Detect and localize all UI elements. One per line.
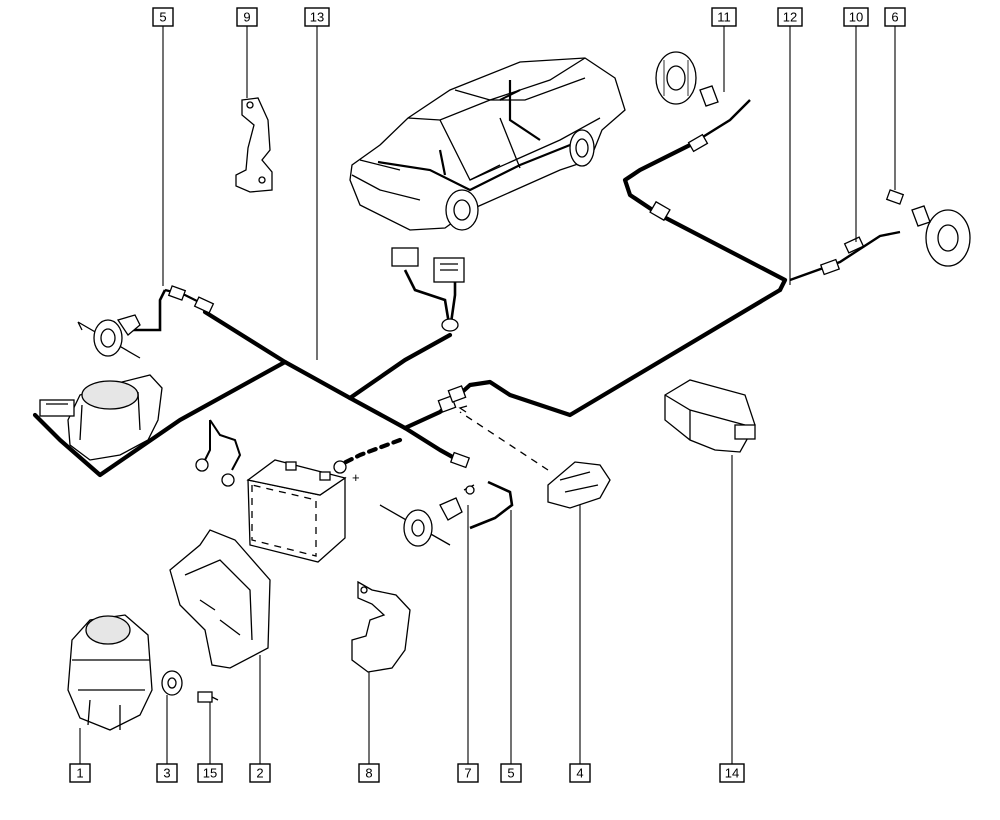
- callout-13: 13: [304, 7, 330, 27]
- ground-terminals: [195, 458, 347, 487]
- svg-text:10: 10: [849, 10, 863, 25]
- svg-text:15: 15: [203, 766, 217, 781]
- bracket-2: [169, 529, 271, 669]
- hydraulic-unit-top: [39, 374, 163, 461]
- abs-unit-1: [67, 614, 153, 731]
- callout-11: 11: [711, 7, 737, 27]
- svg-text:4: 4: [576, 766, 583, 781]
- callout-3: 3: [156, 763, 178, 783]
- callout-9: 9: [236, 7, 258, 27]
- right-front-hub: [379, 484, 475, 547]
- callout-2: 2: [249, 763, 271, 783]
- callout-8: 8: [358, 763, 380, 783]
- svg-text:2: 2: [256, 766, 263, 781]
- callout-15: 15: [197, 763, 223, 783]
- svg-text:6: 6: [891, 10, 898, 25]
- svg-text:7: 7: [464, 766, 471, 781]
- callout-4: 4: [569, 763, 591, 783]
- battery-positive-sign: +: [352, 470, 360, 485]
- battery: +: [246, 459, 360, 563]
- svg-text:12: 12: [783, 10, 797, 25]
- svg-text:5: 5: [507, 766, 514, 781]
- svg-text:1: 1: [76, 766, 83, 781]
- harness-connectors: [167, 133, 865, 469]
- bracket-8: [351, 580, 411, 673]
- part-14-module: [664, 379, 756, 453]
- callout-7: 7: [457, 763, 479, 783]
- bracket-4: [458, 405, 611, 509]
- callout-12: 12: [777, 7, 803, 27]
- callout-5-top: 5: [152, 7, 174, 27]
- callout-1: 1: [69, 763, 91, 783]
- svg-text:14: 14: [725, 766, 739, 781]
- left-front-hub: [77, 314, 141, 359]
- part-15-bolt: [197, 691, 219, 703]
- leader-lines: [79, 26, 896, 764]
- svg-text:8: 8: [365, 766, 372, 781]
- svg-text:5: 5: [159, 10, 166, 25]
- rear-right-hub: [885, 189, 971, 267]
- svg-text:9: 9: [243, 10, 250, 25]
- callout-14: 14: [719, 763, 745, 783]
- car-illustration: [349, 57, 626, 231]
- svg-text:11: 11: [717, 10, 731, 25]
- callout-5-bottom: 5: [500, 763, 522, 783]
- callout-6: 6: [884, 7, 906, 27]
- rear-left-hub: [655, 51, 719, 107]
- svg-text:3: 3: [163, 766, 170, 781]
- callout-10: 10: [843, 7, 869, 27]
- bracket-9: [235, 97, 273, 193]
- part-3-nut: [161, 670, 183, 696]
- svg-text:13: 13: [310, 10, 324, 25]
